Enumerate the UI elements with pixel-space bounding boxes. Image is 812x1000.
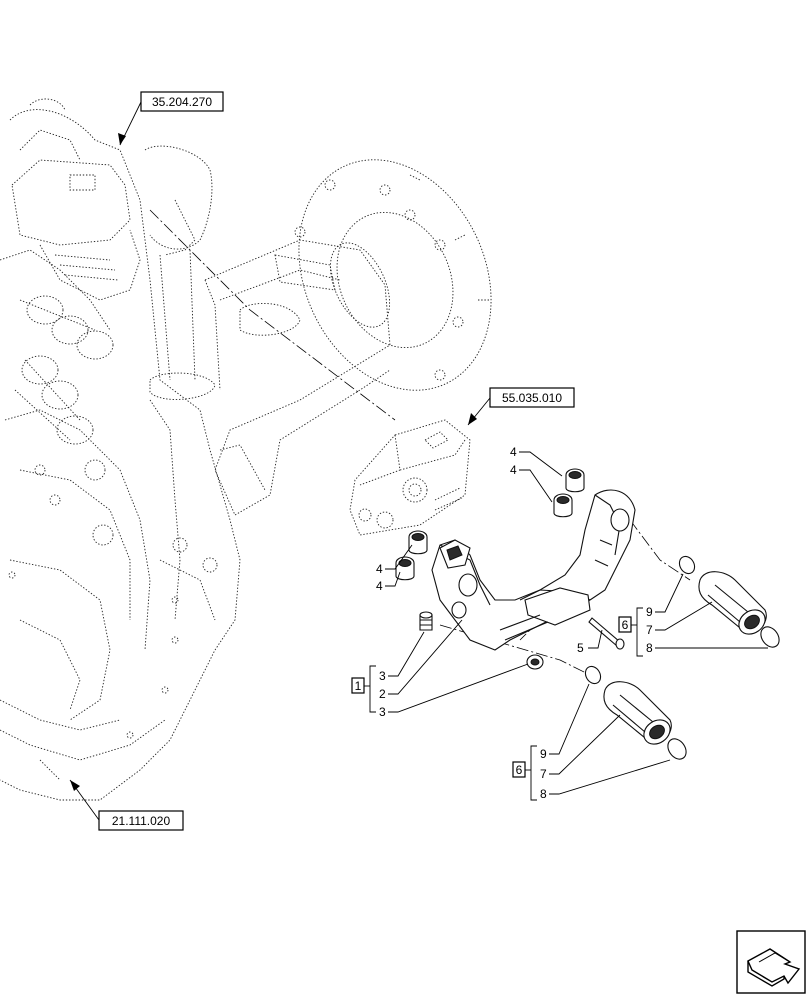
reference-mid-label: 55.035.010 — [502, 391, 562, 405]
reference-bottom[interactable]: 21.111.020 — [69, 779, 184, 831]
callout-label: 2 — [379, 687, 386, 701]
group-label: 6 — [516, 763, 523, 777]
reference-mid[interactable]: 55.035.010 — [467, 387, 575, 426]
callout-label: 3 — [379, 705, 386, 719]
callout-label: 9 — [646, 605, 653, 619]
callout-label: 3 — [379, 669, 386, 683]
group-6-lower: 6 9 7 8 — [512, 683, 671, 801]
callout-label: 7 — [646, 623, 653, 637]
callout-label: 4 — [376, 562, 383, 576]
frame-rivets — [8, 571, 179, 739]
plug-lower-1[interactable] — [408, 530, 428, 555]
callout-label: 9 — [540, 747, 547, 761]
callout-label: 7 — [540, 767, 547, 781]
reference-top-label: 35.204.270 — [152, 95, 212, 109]
callout-label: 4 — [376, 579, 383, 593]
left-couplers — [14, 295, 218, 573]
group-label: 1 — [355, 679, 362, 693]
valve-block — [349, 419, 471, 536]
mounting-bracket[interactable] — [431, 489, 636, 651]
fitting-lower[interactable] — [526, 654, 544, 670]
callout-4-a: 4 — [510, 445, 563, 477]
callout-4-d: 4 — [376, 571, 401, 593]
callout-4-c: 4 — [376, 544, 413, 576]
reference-top[interactable]: 35.204.270 — [118, 91, 224, 146]
callout-label: 8 — [646, 641, 653, 655]
coupler-lower[interactable] — [582, 664, 689, 763]
reference-bottom-label: 21.111.020 — [112, 814, 171, 828]
group-6-upper: 6 9 7 8 — [618, 573, 768, 657]
callout-label: 4 — [510, 463, 517, 477]
rear-axle-housing — [204, 159, 492, 516]
coupler-upper[interactable] — [676, 554, 782, 651]
callout-label: 4 — [510, 445, 517, 459]
group-1-bracket: 1 3 2 3 — [351, 619, 529, 719]
plug-upper-1[interactable] — [565, 468, 585, 493]
callout-label: 5 — [577, 641, 584, 655]
next-page-arrow-icon[interactable] — [736, 930, 806, 994]
group-label: 6 — [622, 618, 629, 632]
plug-upper-2[interactable] — [553, 493, 573, 518]
callout-5: 5 — [577, 629, 603, 655]
plug-lower-2[interactable] — [395, 556, 415, 581]
bolt[interactable] — [588, 617, 625, 650]
callout-4-b: 4 — [510, 463, 553, 503]
tractor-frame-outline — [0, 98, 241, 801]
fitting-upper[interactable] — [419, 611, 433, 631]
alignment-chains — [149, 209, 691, 681]
callout-label: 8 — [540, 787, 547, 801]
